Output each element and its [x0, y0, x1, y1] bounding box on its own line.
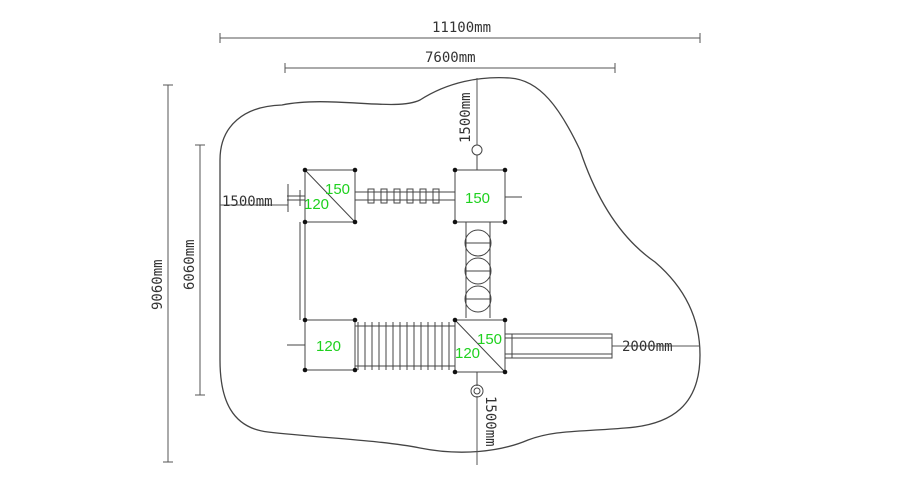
- corner-posts: [302, 167, 508, 375]
- steering-wheel-bottom-icon: [470, 384, 484, 398]
- dim-overall-depth: 9060mm: [150, 259, 166, 310]
- deck-label-top-left-b: 120: [304, 196, 329, 213]
- deck-label-top-right: 150: [465, 190, 490, 207]
- safety-zone-outline: [219, 76, 701, 453]
- deck-label-bottom-right-b: 120: [455, 345, 480, 362]
- dim-bottom-clearance: 1500mm: [482, 396, 498, 447]
- dim-structure-width: 7600mm: [425, 50, 476, 66]
- play-structure: [287, 144, 613, 398]
- dimension-lines: [163, 33, 701, 465]
- slide: [504, 333, 613, 359]
- rope-bridge-top: [355, 188, 455, 204]
- dim-left-clearance: 1500mm: [222, 194, 273, 210]
- deck-label-bottom-right-a: 150: [477, 331, 502, 348]
- dim-structure-depth: 6060mm: [182, 239, 198, 290]
- steering-wheel-top-icon: [471, 144, 483, 156]
- climbing-bridge-bottom: [355, 322, 455, 370]
- dim-overall-width: 11100mm: [432, 20, 491, 36]
- dim-top-clearance: 1500mm: [458, 92, 474, 143]
- ring-tunnel: [464, 222, 492, 318]
- deck-label-top-left-a: 150: [325, 181, 350, 198]
- deck-label-bottom-left: 120: [316, 338, 341, 355]
- deck-top-right: [454, 169, 506, 223]
- dim-slide-clearance: 2000mm: [622, 339, 673, 355]
